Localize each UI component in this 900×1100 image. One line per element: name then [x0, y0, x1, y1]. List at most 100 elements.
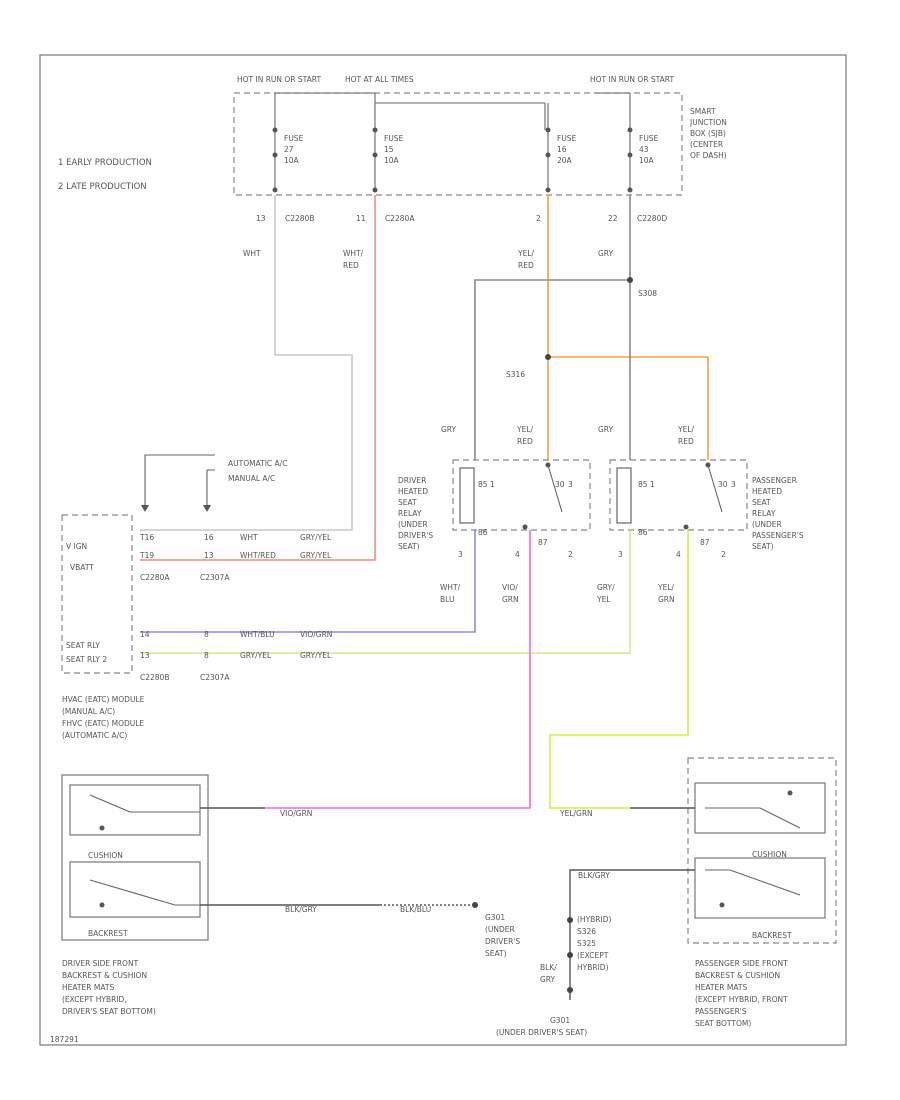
- wire-wht-label: WHT: [243, 249, 261, 258]
- svg-text:BLU: BLU: [440, 595, 454, 604]
- ground-g301-driver-seat: G301 (UNDER DRIVER'S SEAT): [485, 913, 520, 958]
- svg-text:HYBRID): HYBRID): [577, 963, 609, 972]
- svg-text:4: 4: [676, 550, 681, 559]
- svg-text:WHT/BLU: WHT/BLU: [240, 630, 275, 639]
- svg-text:BLK/GRY: BLK/GRY: [285, 905, 317, 914]
- automatic-ac-label: AUTOMATIC A/C: [228, 459, 287, 468]
- svg-text:GRY: GRY: [540, 975, 556, 984]
- svg-text:G301: G301: [550, 1016, 570, 1025]
- legend-early-production: 1 EARLY PRODUCTION: [58, 158, 152, 168]
- svg-text:GRN: GRN: [502, 595, 519, 604]
- passenger-heater-mats: CUSHION BACKREST: [687, 757, 837, 944]
- svg-text:10A: 10A: [284, 156, 300, 165]
- splice-s308: [627, 277, 633, 283]
- fuse-43: FUSE 43 10A: [627, 93, 659, 193]
- sjb-label: SMART JUNCTION BOX (SJB) (CENTER OF DASH…: [689, 107, 727, 160]
- svg-text:87: 87: [700, 538, 710, 547]
- svg-text:BACKREST: BACKREST: [752, 931, 792, 940]
- svg-text:13: 13: [204, 551, 214, 560]
- svg-text:85: 85: [638, 480, 648, 489]
- passenger-heated-seat-relay: 85 1 30 3 86 87: [609, 459, 748, 547]
- svg-text:BLK/BLU: BLK/BLU: [400, 905, 431, 914]
- fuse-16: FUSE 16 20A: [545, 103, 577, 193]
- svg-text:GRY/: GRY/: [597, 583, 615, 592]
- svg-text:DRIVER'S SEAT BOTTOM): DRIVER'S SEAT BOTTOM): [62, 1007, 156, 1016]
- svg-text:WHT/: WHT/: [440, 583, 461, 592]
- svg-text:16: 16: [204, 533, 214, 542]
- svg-text:HEATED: HEATED: [398, 487, 428, 496]
- svg-text:86: 86: [478, 528, 488, 537]
- svg-text:8: 8: [204, 651, 209, 660]
- passenger-mats-title: PASSENGER SIDE FRONT BACKREST & CUSHION …: [695, 959, 788, 1028]
- svg-text:(MANUAL A/C): (MANUAL A/C): [62, 707, 115, 716]
- svg-text:20A: 20A: [557, 156, 573, 165]
- svg-text:HEATER MATS: HEATER MATS: [62, 983, 114, 992]
- svg-text:GRY: GRY: [598, 249, 614, 258]
- svg-text:4: 4: [515, 550, 520, 559]
- svg-text:30: 30: [718, 480, 728, 489]
- wire-wht-blu: [140, 530, 476, 633]
- svg-text:HEATED: HEATED: [752, 487, 782, 496]
- svg-text:WHT: WHT: [240, 533, 258, 542]
- svg-text:(CENTER: (CENTER: [690, 140, 723, 149]
- svg-text:10A: 10A: [639, 156, 655, 165]
- wire-wht-red: [140, 195, 376, 561]
- svg-text:3: 3: [618, 550, 623, 559]
- driver-heated-seat-relay: 85 1 30 3 86 87: [452, 459, 591, 547]
- svg-text:V IGN: V IGN: [66, 542, 87, 551]
- connector-c2280d: C2280D: [637, 214, 667, 223]
- svg-text:RED: RED: [517, 437, 533, 446]
- driver-relay-label: DRIVER HEATED SEAT RELAY (UNDER DRIVER'S…: [398, 476, 433, 551]
- svg-text:85: 85: [478, 480, 488, 489]
- wire-gry-driver: [474, 279, 630, 460]
- hot-all-times-label: HOT AT ALL TIMES: [345, 75, 414, 84]
- svg-text:FUSE: FUSE: [284, 134, 304, 143]
- svg-text:10A: 10A: [384, 156, 400, 165]
- svg-text:PASSENGER'S: PASSENGER'S: [695, 1007, 747, 1016]
- svg-text:G301: G301: [485, 913, 505, 922]
- svg-text:WHT/RED: WHT/RED: [240, 551, 276, 560]
- svg-text:RED: RED: [518, 261, 534, 270]
- svg-text:SEAT): SEAT): [752, 542, 774, 551]
- svg-text:SMART: SMART: [690, 107, 716, 116]
- fuse-15: FUSE 15 10A: [372, 93, 404, 193]
- svg-text:YEL/: YEL/: [517, 249, 534, 258]
- pin-22: 22: [608, 214, 618, 223]
- pin-2: 2: [536, 214, 541, 223]
- svg-text:(UNDER DRIVER'S SEAT): (UNDER DRIVER'S SEAT): [496, 1028, 587, 1037]
- svg-text:SEAT RLY 2: SEAT RLY 2: [66, 655, 107, 664]
- svg-text:PASSENGER SIDE FRONT: PASSENGER SIDE FRONT: [695, 959, 788, 968]
- svg-text:30: 30: [555, 480, 565, 489]
- manual-ac-label: MANUAL A/C: [228, 474, 275, 483]
- svg-text:C2280B: C2280B: [140, 673, 169, 682]
- svg-text:FHVC (EATC) MODULE: FHVC (EATC) MODULE: [62, 719, 144, 728]
- svg-text:2: 2: [721, 550, 726, 559]
- driver-mats-title: DRIVER SIDE FRONT BACKREST & CUSHION HEA…: [62, 959, 156, 1016]
- svg-text:(EXCEPT: (EXCEPT: [577, 951, 609, 960]
- svg-text:T16: T16: [139, 533, 154, 542]
- svg-text:PASSENGER'S: PASSENGER'S: [752, 531, 804, 540]
- svg-text:OF DASH): OF DASH): [690, 151, 727, 160]
- svg-text:VIO/GRN: VIO/GRN: [280, 809, 312, 818]
- svg-text:DRIVER'S: DRIVER'S: [485, 937, 520, 946]
- svg-text:27: 27: [284, 145, 294, 154]
- svg-text:GRY/YEL: GRY/YEL: [300, 551, 332, 560]
- svg-text:43: 43: [639, 145, 649, 154]
- svg-text:DRIVER SIDE FRONT: DRIVER SIDE FRONT: [62, 959, 139, 968]
- svg-text:VBATT: VBATT: [70, 563, 94, 572]
- svg-text:BLK/: BLK/: [540, 963, 557, 972]
- svg-text:BACKREST: BACKREST: [88, 929, 128, 938]
- svg-text:3: 3: [731, 480, 736, 489]
- passenger-relay-label: PASSENGER HEATED SEAT RELAY (UNDER PASSE…: [752, 476, 804, 551]
- svg-text:15: 15: [384, 145, 394, 154]
- svg-text:BACKREST & CUSHION: BACKREST & CUSHION: [695, 971, 780, 980]
- svg-text:CUSHION: CUSHION: [752, 850, 787, 859]
- svg-text:C2280A: C2280A: [140, 573, 170, 582]
- splice-hybrid: (HYBRID) S326 S325 (EXCEPT HYBRID): [577, 915, 611, 972]
- svg-text:FUSE: FUSE: [639, 134, 659, 143]
- pin-13: 13: [256, 214, 266, 223]
- svg-text:VIO/GRN: VIO/GRN: [300, 630, 332, 639]
- svg-text:(HYBRID): (HYBRID): [577, 915, 611, 924]
- connector-c2280a-top: C2280A: [385, 214, 415, 223]
